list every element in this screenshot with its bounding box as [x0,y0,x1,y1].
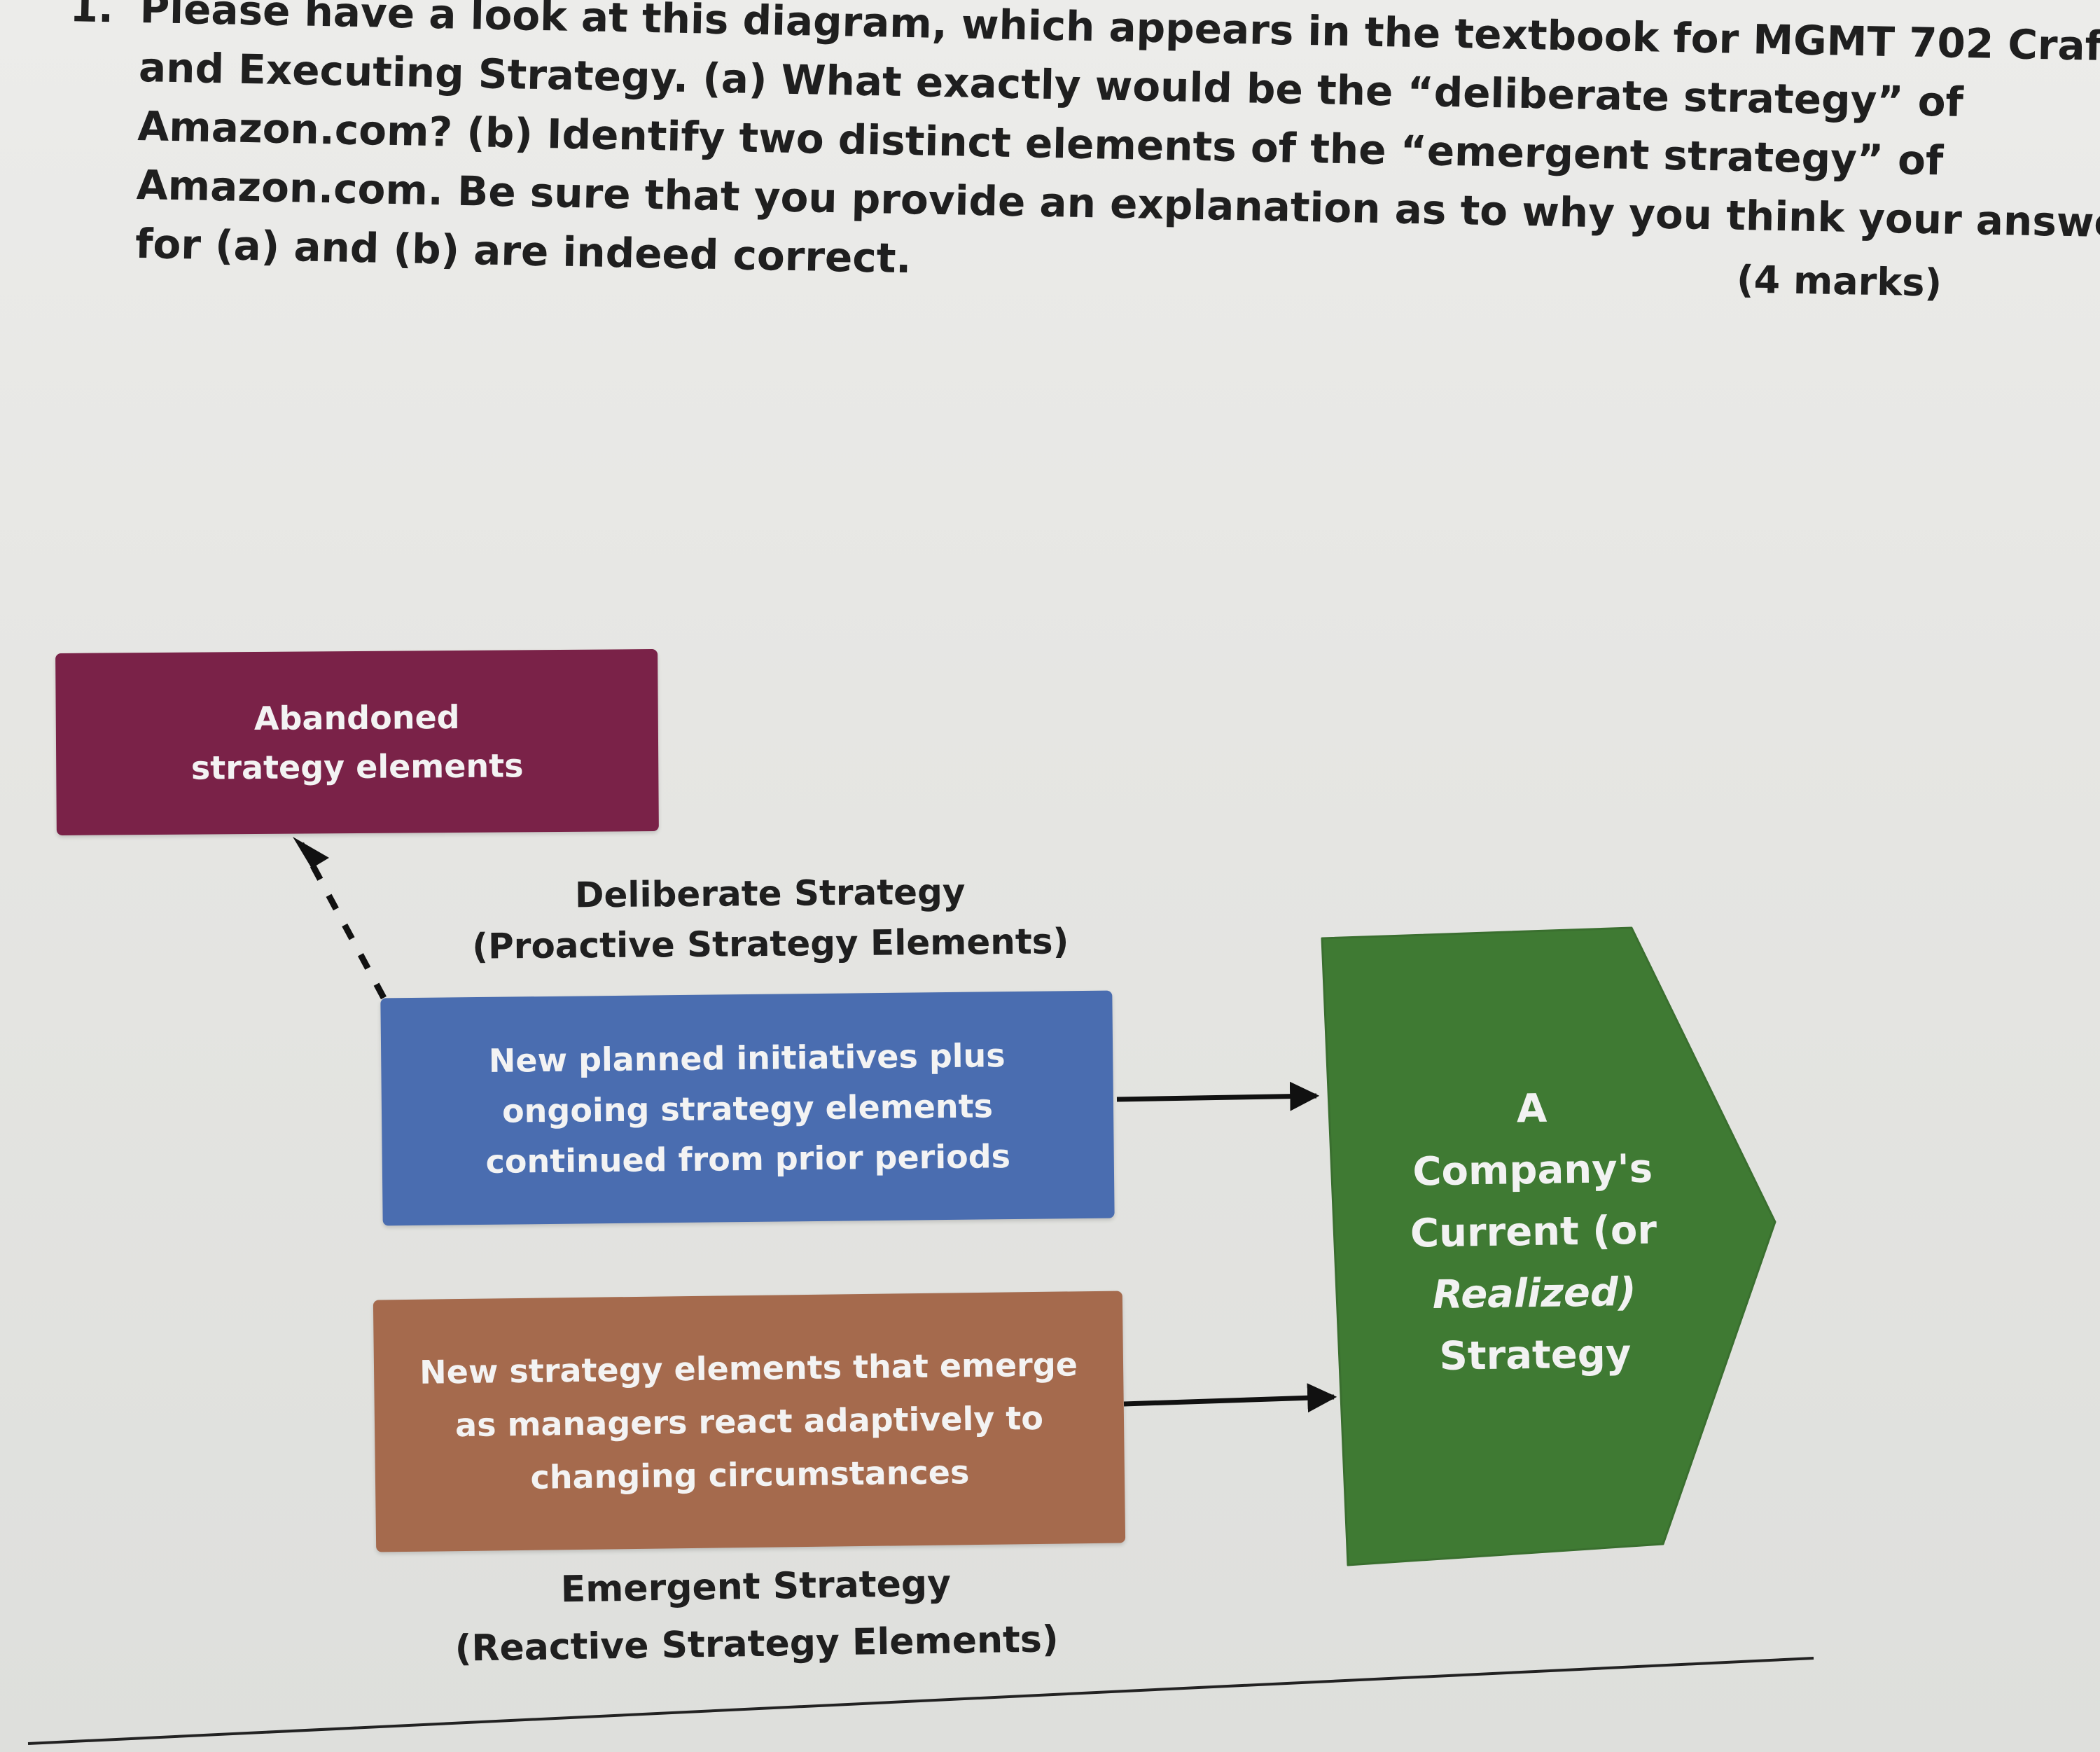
realized-line-5: Strategy [1439,1331,1632,1379]
realized-strategy-shape [1321,926,1776,1566]
emergent-strategy-label: Emergent Strategy (Reactive Strategy Ele… [433,1553,1079,1678]
planned-line-3: continued from prior periods [485,1136,1011,1181]
planned-line-1: New planned initiatives plus [488,1036,1006,1080]
abandoned-arrowhead [293,837,329,868]
emergent-line-3: changing circumstances [530,1453,970,1496]
deliberate-title: Deliberate Strategy [574,871,966,916]
abandoned-line-1: Abandoned [253,697,460,738]
abandoned-line-2: strategy elements [190,746,524,787]
realized-line-2: Company's [1412,1146,1653,1195]
realized-line-3: Current (or [1410,1207,1657,1257]
realized-strategy-text: A Company's Current (or Realized) Strate… [1328,1076,1739,1389]
abandoned-dashed-arrow [298,842,387,1000]
realized-line-4: Realized) [1432,1269,1637,1319]
bottom-rule [27,1657,1814,1745]
planned-line-2: ongoing strategy elements [501,1086,994,1130]
deliberate-subtitle: (Proactive Strategy Elements) [472,921,1069,967]
emergent-title: Emergent Strategy [560,1562,952,1611]
realized-line-1: A [1516,1085,1548,1132]
emergent-line-2: as managers react adaptively to [454,1398,1044,1445]
deliberate-arrow [1116,1081,1320,1111]
planned-initiatives-box: New planned initiatives plus ongoing str… [380,990,1115,1226]
emergent-arrow [1123,1383,1337,1413]
emergent-line-1: New strategy elements that emerge [419,1345,1078,1391]
emergent-elements-box: New strategy elements that emerge as man… [373,1291,1126,1552]
emergent-subtitle: (Reactive Strategy Elements) [454,1618,1059,1670]
deliberate-strategy-label: Deliberate Strategy (Proactive Strategy … [454,865,1085,972]
abandoned-strategy-box: Abandoned strategy elements [55,649,659,835]
